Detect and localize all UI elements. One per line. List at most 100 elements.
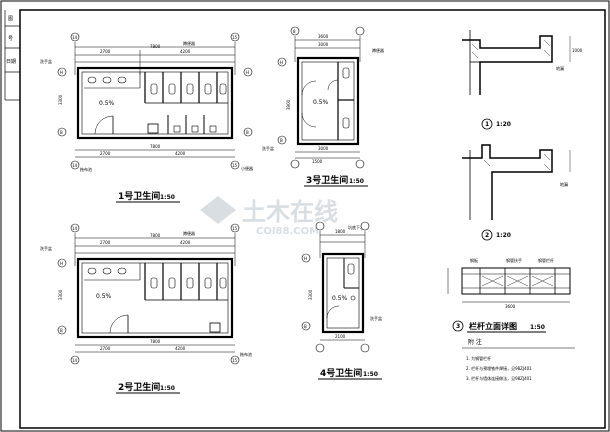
- plan-3-axis-b: B: [280, 138, 283, 143]
- watermark: 土木在线 COI88.COM: [200, 196, 338, 237]
- plan-2-dim-bottom-left: 2700: [100, 346, 111, 351]
- plan-4-dim-depth: 3300: [308, 289, 313, 300]
- plan-4: [319, 231, 366, 341]
- plan-2-axis-bubbles: [57, 223, 240, 365]
- plan-1-urinals: [173, 125, 217, 133]
- watermark-cn: 土木在线: [242, 198, 338, 226]
- plan-1-axis-b: B: [60, 130, 63, 135]
- detail-2: [462, 144, 571, 220]
- plan-2: [74, 233, 236, 353]
- plan-1-dim-total: 7800: [150, 44, 161, 49]
- plan-2-dim-right: 4200: [180, 240, 191, 245]
- plan-1-dim-left: 2700: [100, 49, 111, 54]
- plan-2-dim-total: 7800: [150, 233, 161, 238]
- plan-2-axis-15: 15: [232, 226, 238, 231]
- railing-tag-2: 钢管扶手: [506, 257, 522, 263]
- plan-2-title: 2号卫生间: [118, 381, 160, 393]
- title-strip: [4, 10, 20, 101]
- plan-2-axis-14b: 14: [72, 358, 78, 363]
- plan-2-dim-left: 2700: [100, 240, 111, 245]
- detail-1-tag: 地漏: [556, 65, 564, 71]
- plan-3-axis-bubbles: [277, 26, 365, 169]
- plan-4-axis-h: H: [304, 256, 307, 261]
- notes-heading: 附 注: [468, 338, 482, 346]
- plan-1: [74, 42, 236, 158]
- plan-2-dim-depth: 3300: [58, 289, 63, 300]
- plan-2-axis-h: H: [60, 261, 63, 266]
- plan-1-axis-15b: 15: [232, 163, 238, 168]
- plan-3-tag-basin: 洗手盆: [262, 145, 274, 151]
- plan-2-scale: 1:50: [160, 385, 175, 392]
- plan-2-dim-bottom-total: 7800: [150, 339, 161, 344]
- plan-2-slope: 0.5%: [96, 293, 112, 300]
- plan-4-fixtures: [347, 263, 356, 301]
- strip-label-3: 日期: [6, 59, 16, 65]
- plan-4-title: 4号卫生间: [320, 367, 362, 379]
- plan-1-axis-15: 15: [232, 35, 238, 40]
- detail-3-scale: 1:50: [530, 324, 545, 331]
- plan-4-axis-b: B: [304, 324, 307, 329]
- plan-2-tag-mop: 拖布池: [240, 351, 252, 357]
- railing-tag-1: 钢板: [470, 257, 478, 263]
- watermark-en: COI88.COM: [256, 226, 319, 237]
- detail-2-marker: [481, 229, 493, 241]
- plan-2-axis-14: 14: [72, 226, 78, 231]
- detail-1-number: 1: [485, 121, 489, 128]
- detail-1: [462, 30, 571, 95]
- plan-1-axis-h: H: [60, 70, 63, 75]
- plan-3: [294, 36, 361, 159]
- plan-1-tag-urinal: 小便器: [241, 165, 253, 171]
- plan-1-axis-b-r: B: [246, 130, 249, 135]
- plan-3-tag-squat: 蹲便器: [372, 47, 384, 53]
- plan-1-basins: [87, 76, 127, 84]
- detail-3-title: 栏杆立面详图: [469, 321, 517, 331]
- plan-4-scale: 1:50: [363, 371, 378, 378]
- detail-3-railing: [447, 267, 571, 303]
- detail-2-number: 2: [485, 232, 489, 239]
- note-item-2: 2. 栏杆与预埋铁件焊接，见98ZJ401: [466, 365, 532, 371]
- plan-3-axis-8: 8: [293, 29, 296, 34]
- plan-2-tag-basin: 洗手盆: [40, 245, 52, 251]
- strip-label-2: 号: [8, 36, 13, 42]
- railing-tag-3: 钢管栏杆: [538, 257, 554, 263]
- plan-1-axis-14b: 14: [72, 163, 78, 168]
- plan-4-dim-bottom: 2100: [335, 334, 346, 339]
- plan-1-dim-bottom-total: 7800: [150, 144, 161, 149]
- plan-4-tag-drain: 坑底下水道: [348, 224, 368, 230]
- plan-1-scale: 1:50: [160, 194, 175, 201]
- plan-3-slope: 0.5%: [313, 99, 329, 106]
- plan-3-axis-h: H: [280, 60, 283, 65]
- detail-2-tag: 地漏: [560, 181, 568, 187]
- plan-2-squat-toilets: [150, 277, 227, 289]
- plan-2-tag-squat: 蹲便器: [183, 230, 195, 236]
- plan-3-title: 3号卫生间: [306, 174, 348, 186]
- plan-1-tag-squat: 蹲便器: [183, 40, 195, 46]
- plan-4-tag-basin: 洗手盆: [370, 315, 382, 321]
- note-item-3: 3. 栏杆与墙体连接做法，见98ZJ401: [466, 375, 532, 381]
- plan-1-dim-bottom-left: 2700: [100, 151, 111, 156]
- plan-4-slope: 0.5%: [332, 295, 348, 302]
- plan-1-axis-14: 14: [72, 35, 78, 40]
- plan-4-dim-total: 1800: [335, 229, 346, 234]
- plan-1-squat-toilets: [150, 83, 227, 95]
- plan-2-basins: [87, 267, 127, 275]
- plan-1-tag-basin: 洗手盆: [40, 58, 52, 64]
- strip-label-1: 图: [8, 16, 13, 22]
- plan-3-fixtures: [342, 67, 350, 129]
- plan-2-axis-b: B: [60, 328, 63, 333]
- note-item-1: 1. 为钢管栏杆: [466, 355, 491, 361]
- plan-1-tag-mop: 拖布池: [80, 166, 92, 172]
- detail-1-marker: [481, 118, 493, 130]
- plan-3-dim-total: 3600: [318, 34, 329, 39]
- plan-1-dim-right: 4200: [180, 49, 191, 54]
- plan-3-dim-bottom-2: 1500: [312, 159, 323, 164]
- inner-border: [19, 9, 606, 429]
- detail-3-marker: [452, 320, 464, 332]
- plan-1-axis-h-r: H: [246, 70, 249, 75]
- detail-1-scale: 1:20: [496, 121, 511, 128]
- detail-2-scale: 1:20: [496, 232, 511, 239]
- plan-1-dim-bottom-right: 4200: [175, 151, 186, 156]
- plan-1-slope: 0.5%: [99, 100, 115, 107]
